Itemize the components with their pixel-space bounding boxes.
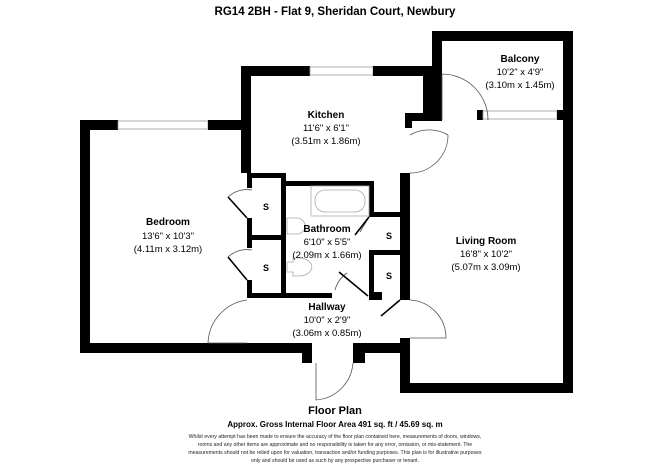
svg-text:(3.10m x 1.45m): (3.10m x 1.45m) (485, 80, 554, 91)
svg-text:Balcony: Balcony (501, 54, 540, 65)
svg-text:(3.06m x 0.85m): (3.06m x 0.85m) (292, 328, 361, 339)
svg-text:(5.07m x 3.09m): (5.07m x 3.09m) (451, 262, 520, 273)
svg-text:10'2" x 4'9": 10'2" x 4'9" (497, 67, 544, 78)
svg-text:10'0" x 2'9": 10'0" x 2'9" (304, 315, 351, 326)
room-bathroom: Bathroom 6'10" x 5'5" (2.09m x 1.66m) (292, 224, 361, 261)
floor-area: Approx. Gross Internal Floor Area 491 sq… (227, 420, 442, 429)
svg-text:Living Room: Living Room (456, 236, 517, 247)
disclaimer-line: only and should be used as such by any p… (251, 458, 419, 464)
svg-text:Bedroom: Bedroom (146, 217, 190, 228)
room-balcony: Balcony 10'2" x 4'9" (3.10m x 1.45m) (485, 54, 554, 91)
svg-text:11'6" x 6'1": 11'6" x 6'1" (303, 123, 349, 134)
walls (80, 31, 573, 393)
svg-text:(3.51m x 1.86m): (3.51m x 1.86m) (291, 136, 360, 147)
storage-label: S (263, 202, 269, 212)
storage-label: S (386, 271, 392, 281)
svg-text:13'6" x 10'3": 13'6" x 10'3" (142, 231, 194, 242)
svg-text:Kitchen: Kitchen (308, 110, 345, 121)
plan-title: RG14 2BH - Flat 9, Sheridan Court, Newbu… (215, 6, 457, 18)
disclaimer-line: Whilst every attempt has been made to en… (189, 434, 482, 440)
disclaimer-line: measurements should not be relied upon f… (188, 450, 482, 456)
svg-text:16'8" x 10'2": 16'8" x 10'2" (460, 249, 512, 260)
svg-text:Hallway: Hallway (308, 302, 346, 313)
sink-icon (286, 217, 306, 235)
room-living: Living Room 16'8" x 10'2" (5.07m x 3.09m… (451, 236, 520, 273)
room-bedroom: Bedroom 13'6" x 10'3" (4.11m x 3.12m) (134, 217, 202, 255)
floor-plan-label: Floor Plan (308, 405, 362, 417)
toilet-icon (286, 257, 313, 277)
svg-text:Bathroom: Bathroom (303, 224, 350, 235)
svg-text:(4.11m x 3.12m): (4.11m x 3.12m) (134, 244, 202, 255)
room-hallway: Hallway 10'0" x 2'9" (3.06m x 0.85m) (292, 302, 361, 339)
fixtures (286, 185, 370, 277)
storage-label: S (386, 231, 392, 241)
doors (207, 73, 489, 401)
room-kitchen: Kitchen 11'6" x 6'1" (3.51m x 1.86m) (291, 110, 360, 147)
svg-text:6'10" x 5'5": 6'10" x 5'5" (304, 237, 351, 248)
storage-label: S (263, 263, 269, 273)
disclaimer-line: rooms and any other items are approximat… (198, 442, 473, 448)
svg-text:(2.09m x 1.66m): (2.09m x 1.66m) (292, 250, 361, 261)
